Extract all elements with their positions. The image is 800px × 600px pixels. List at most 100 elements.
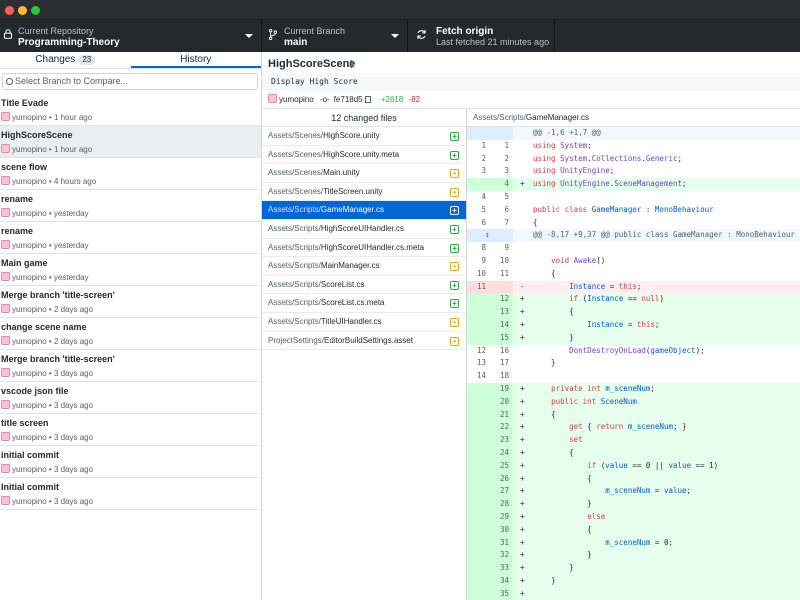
changed-file-item[interactable]: Assets/Scripts/GameManager.cs+ <box>262 201 466 220</box>
old-line-number <box>467 395 490 409</box>
diff-line[interactable]: 22+ get { return m_sceneNum; } <box>467 421 800 435</box>
changed-file-item[interactable]: Assets/Scenes/HighScore.unity.meta+ <box>262 146 466 165</box>
diff-line[interactable]: 30+ { <box>467 523 800 537</box>
expand-hunk-icon[interactable]: ↕ <box>485 230 490 240</box>
new-line-number: 3 <box>504 166 509 176</box>
diff-line[interactable]: 26+ { <box>467 472 800 486</box>
diff-line[interactable]: 25+ if (value == 0 || value == 1) <box>467 459 800 473</box>
diff-line[interactable]: 34+ } <box>467 574 800 588</box>
fetch-origin-button[interactable]: Fetch origin Last fetched 21 minutes ago <box>408 20 555 52</box>
current-branch-button[interactable]: Current Branch main <box>262 20 408 52</box>
changed-file-item[interactable]: Assets/Scenes/TitleScreen.unity• <box>262 183 466 202</box>
commit-time: 3 days ago <box>53 465 94 474</box>
diff-line[interactable]: 15+ } <box>467 331 800 345</box>
diff-line[interactable]: 28+ } <box>467 498 800 511</box>
diff-hunk-header[interactable]: @@ -1,6 +1,7 @@ <box>467 127 800 140</box>
commit-separator: • <box>46 433 54 442</box>
tab-history[interactable]: History <box>130 52 261 68</box>
compare-branch-input[interactable]: Select Branch to Compare... <box>2 73 258 90</box>
changed-file-item[interactable]: Assets/Scripts/TitleUIHandler.cs• <box>262 313 466 332</box>
diff-marker: + <box>520 550 525 560</box>
diff-line[interactable]: 21+ { <box>467 408 800 422</box>
old-line-number: 2 <box>481 153 486 163</box>
file-dir: Assets/Scenes/ <box>268 131 324 140</box>
diff-code: { <box>533 473 592 483</box>
diff-line[interactable]: 31+ m_sceneNum = 0; <box>467 536 800 550</box>
diff-line[interactable]: 27+ m_sceneNum = value; <box>467 485 800 499</box>
old-line-number <box>467 536 490 550</box>
commit-meta: yumopino • 3 days ago <box>1 432 93 442</box>
diff-marker: + <box>520 537 525 547</box>
minimize-window-button[interactable] <box>18 6 27 15</box>
diff-hunk-header[interactable]: ↕@@ -8,17 +9,37 @@ public class GameMana… <box>467 229 800 243</box>
commit-author: yumopino <box>12 177 47 186</box>
changed-file-item[interactable]: Assets/Scenes/Main.unity• <box>262 164 466 183</box>
avatar <box>1 336 10 345</box>
changed-file-item[interactable]: Assets/Scripts/MainManager.cs• <box>262 257 466 276</box>
diff-line[interactable]: 23+ set <box>467 434 800 447</box>
close-window-button[interactable] <box>5 6 14 15</box>
old-line-number <box>467 178 490 191</box>
changed-file-item[interactable]: Assets/Scripts/ScoreList.cs+ <box>262 276 466 295</box>
changed-file-item[interactable]: Assets/Scripts/ScoreList.cs.meta+ <box>262 294 466 313</box>
diff-line[interactable]: 33+ } <box>467 562 800 575</box>
sync-icon <box>417 30 426 39</box>
diff-line[interactable]: 35+ <box>467 587 800 600</box>
diff-line[interactable]: 13+ { <box>467 306 800 319</box>
file-added-icon: + <box>450 132 459 141</box>
file-dir: Assets/Scripts/ <box>268 279 321 289</box>
commit-meta: yumopino -o-fe718d5 +2618 -82 <box>268 94 420 104</box>
avatar <box>1 272 10 281</box>
file-name: Main.unity <box>323 168 360 178</box>
expand-icon[interactable]: ⇕ <box>347 59 357 71</box>
commit-list-item[interactable]: Merge branch 'title-screen'yumopino • 2 … <box>0 286 261 318</box>
diff-line[interactable]: 29+ else <box>467 510 800 524</box>
changed-file-item[interactable]: ProjectSettings/EditorBuildSettings.asse… <box>262 332 466 351</box>
copy-icon[interactable] <box>364 96 371 103</box>
diff-line[interactable]: 11- Instance = this; <box>467 280 800 294</box>
diff-line[interactable]: 24+ { <box>467 446 800 460</box>
changed-file-item[interactable]: Assets/Scenes/HighScore.unity+ <box>262 127 466 146</box>
diff-line[interactable]: 14+ Instance = this; <box>467 318 800 332</box>
commit-author: yumopino <box>12 241 47 250</box>
changed-file-item[interactable]: Assets/Scripts/HighScoreUIHandler.cs+ <box>262 220 466 239</box>
diff-line[interactable]: 32+ } <box>467 549 800 563</box>
changed-file-item[interactable]: Assets/Scripts/HighScoreUIHandler.cs.met… <box>262 239 466 258</box>
diff-line[interactable]: 12+ if (Instance == null) <box>467 293 800 307</box>
old-line-number: 8 <box>481 243 486 253</box>
file-dir: Assets/Scripts/ <box>268 242 321 252</box>
diff-line[interactable]: 19+ private int m_sceneNum; <box>467 382 800 396</box>
diff-line[interactable]: 20+ public int SceneNum <box>467 395 800 409</box>
new-line-number: 27 <box>490 485 513 499</box>
zoom-window-button[interactable] <box>31 6 40 15</box>
diff-line[interactable]: 4+using UnityEngine.SceneManagement; <box>467 178 800 191</box>
new-line-number: 1 <box>504 140 509 150</box>
commit-list-item[interactable]: Merge branch 'title-screen'yumopino • 3 … <box>0 350 261 382</box>
current-repository-button[interactable]: Current Repository Programming-Theory <box>0 20 262 52</box>
commit-separator: • <box>46 273 54 282</box>
